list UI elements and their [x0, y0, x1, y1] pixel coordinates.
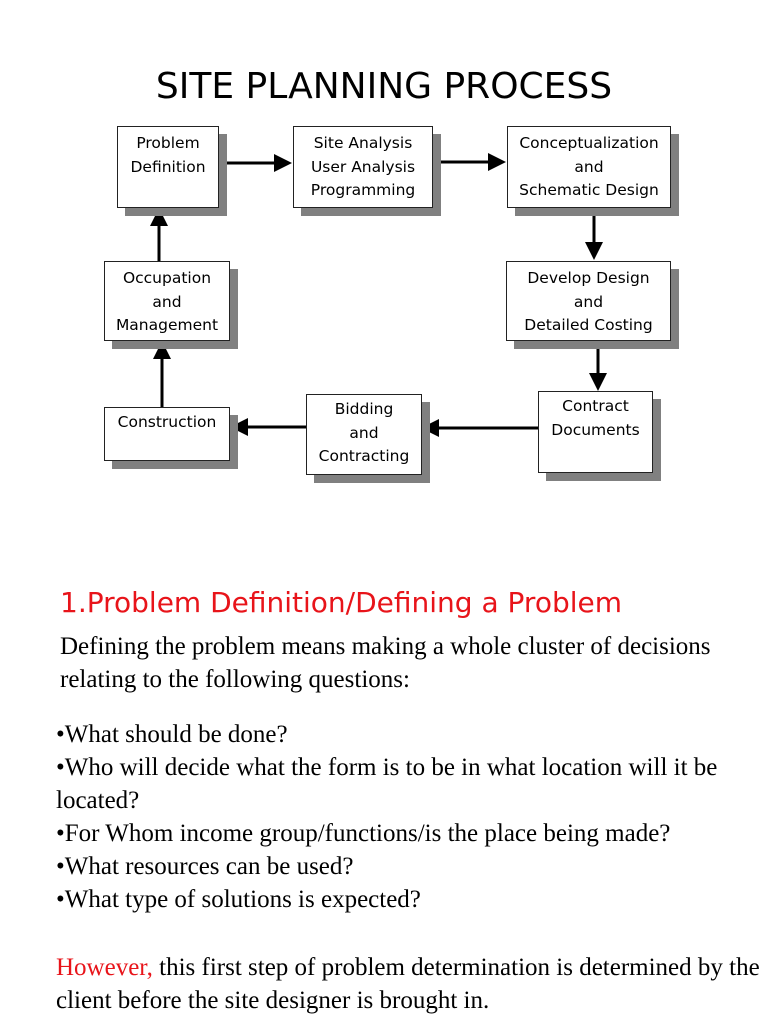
box-develop-design: Develop Design and Detailed Costing	[506, 261, 671, 341]
box-line: Documents	[551, 420, 640, 439]
list-item: •For Whom income group/functions/is the …	[56, 820, 671, 847]
box-line: Problem	[136, 134, 200, 152]
list-item: •What resources can be used?	[56, 853, 354, 880]
box-conceptualization: Conceptualization and Schematic Design	[507, 126, 671, 208]
question-list: •What should be done? •Who will decide w…	[56, 718, 756, 916]
box-line: Bidding	[334, 400, 394, 418]
box-line: Conceptualization	[519, 134, 659, 152]
box-bidding: Bidding and Contracting	[306, 394, 422, 475]
box-contract-documents: Contract Documents	[538, 391, 653, 473]
box-site-analysis: Site Analysis User Analysis Programming	[293, 126, 433, 208]
box-line: and	[152, 292, 182, 311]
box-line: Contracting	[318, 447, 410, 465]
box-line: and	[574, 157, 604, 176]
box-line: Detailed Costing	[524, 316, 653, 334]
closing-note: However, this first step of problem dete…	[56, 951, 766, 1017]
box-line: Management	[115, 316, 219, 334]
box-line: Schematic Design	[519, 181, 659, 199]
intro-paragraph: Defining the problem means making a whol…	[60, 633, 711, 693]
box-occupation: Occupation and Management	[104, 261, 230, 341]
note-text: this first step of problem determination…	[56, 954, 760, 1014]
page-title: SITE PLANNING PROCESS	[155, 66, 613, 107]
list-item: •Who will decide what the form is to be …	[56, 754, 718, 814]
box-line: Programming	[310, 181, 416, 199]
box-line: Develop Design	[527, 269, 650, 287]
box-problem-definition: Problem Definition	[117, 126, 219, 208]
box-line: Definition	[130, 157, 206, 176]
box-line: and	[349, 423, 379, 442]
box-construction: Construction	[104, 407, 230, 461]
box-line: Contract	[562, 397, 629, 415]
list-item: •What type of solutions is expected?	[56, 886, 421, 913]
note-highlight: However,	[56, 954, 153, 981]
box-line: and	[573, 292, 604, 311]
box-line: Site Analysis	[313, 134, 413, 152]
box-line: Construction	[117, 413, 217, 431]
section-heading: 1.Problem Definition/Defining a Problem	[60, 586, 623, 619]
flow-arrows	[150, 153, 607, 437]
box-line: User Analysis	[310, 157, 416, 176]
list-item: •What should be done?	[56, 721, 288, 748]
box-line: Occupation	[122, 269, 212, 287]
